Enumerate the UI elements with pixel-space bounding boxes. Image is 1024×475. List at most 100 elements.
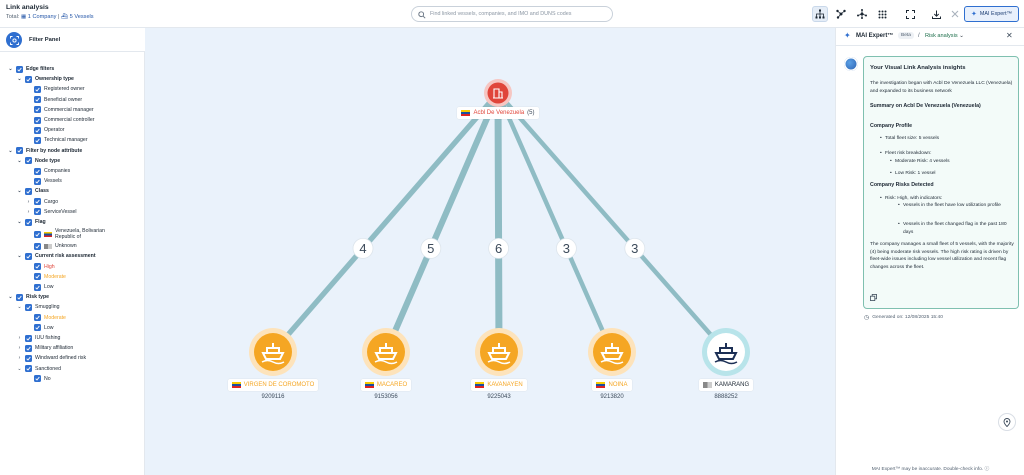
filter-item[interactable]: ⌄Filter by node attribute xyxy=(8,146,82,156)
chevron-down-icon[interactable]: ⌄ xyxy=(8,147,13,154)
chevron-right-icon[interactable]: › xyxy=(18,335,21,341)
filter-item[interactable]: High xyxy=(26,262,55,272)
filter-item[interactable]: Unknown xyxy=(26,241,77,251)
checkbox[interactable] xyxy=(34,198,41,206)
checkbox[interactable] xyxy=(34,126,41,134)
vessel-label[interactable]: NOINA xyxy=(592,379,632,391)
vessel-label[interactable]: KAMARANG xyxy=(698,379,754,391)
edge-weight-badge[interactable]: 4 xyxy=(352,237,374,259)
filter-item[interactable]: ⌄Edge filters xyxy=(8,64,54,74)
chevron-down-icon[interactable]: ⌄ xyxy=(17,188,22,195)
vessel-node[interactable] xyxy=(475,328,523,376)
checkbox[interactable] xyxy=(34,230,41,238)
network-layout-button[interactable] xyxy=(833,6,849,22)
checkbox[interactable] xyxy=(25,354,32,362)
filter-panel-toggle[interactable] xyxy=(6,32,22,48)
chevron-down-icon[interactable]: ⌄ xyxy=(17,157,22,164)
vessel-node[interactable] xyxy=(362,328,410,376)
vessel-count-link[interactable]: 5 Vessels xyxy=(69,14,94,20)
edge-weight-badge[interactable]: 3 xyxy=(624,237,646,259)
filter-item[interactable]: Venezuela, Bolivarian Republic of xyxy=(26,227,113,241)
filter-item[interactable]: ⌄Flag xyxy=(17,217,46,227)
filter-item[interactable]: Companies xyxy=(26,166,70,176)
search-input[interactable]: Find linked vessels, companies, and IMO … xyxy=(411,6,613,22)
chevron-right-icon[interactable]: › xyxy=(27,198,30,205)
chevron-right-icon[interactable]: › xyxy=(18,355,21,362)
checkbox[interactable] xyxy=(34,263,41,271)
checkbox[interactable] xyxy=(34,177,41,185)
mai-expert-button[interactable]: ✦ MAI Expert™ xyxy=(964,6,1019,22)
filter-item[interactable]: ⌄Smuggling xyxy=(17,302,60,312)
filter-item[interactable]: Moderate xyxy=(26,272,66,282)
checkbox[interactable] xyxy=(25,75,32,83)
checkbox[interactable] xyxy=(25,365,32,373)
risk-analysis-dropdown[interactable]: Risk analysis ⌄ xyxy=(925,33,964,39)
download-button[interactable] xyxy=(928,6,944,22)
checkbox[interactable] xyxy=(25,187,32,195)
chevron-down-icon[interactable]: ⌄ xyxy=(8,66,13,72)
edge-weight-badge[interactable]: 6 xyxy=(488,237,510,259)
vessel-label[interactable]: MACAREO xyxy=(360,379,412,391)
checkbox[interactable] xyxy=(34,106,41,114)
checkbox[interactable] xyxy=(34,242,41,250)
vessel-node[interactable] xyxy=(702,328,750,376)
copy-button[interactable] xyxy=(870,294,877,301)
edge-weight-badge[interactable]: 3 xyxy=(555,237,577,259)
filter-item[interactable]: Commercial controller xyxy=(26,115,94,125)
filter-item[interactable]: ⌄Ownership type xyxy=(17,74,74,84)
chevron-down-icon[interactable]: ⌄ xyxy=(8,294,13,301)
checkbox[interactable] xyxy=(25,303,32,311)
checkbox[interactable] xyxy=(16,293,23,301)
filter-item[interactable]: ⌄Sanctioned xyxy=(17,364,61,374)
chevron-right-icon[interactable]: › xyxy=(27,208,30,215)
edge-weight-badge[interactable]: 5 xyxy=(420,237,442,259)
filter-item[interactable]: Registered owner xyxy=(26,84,85,94)
chevron-down-icon[interactable]: ⌄ xyxy=(17,365,22,372)
filter-item[interactable]: Commercial manager xyxy=(26,105,94,115)
vessel-node[interactable] xyxy=(249,328,297,376)
clear-button[interactable] xyxy=(947,6,963,22)
fit-to-screen-button[interactable] xyxy=(902,6,918,22)
checkbox[interactable] xyxy=(34,273,41,281)
filter-item[interactable]: ⌄Risk type xyxy=(8,292,49,302)
checkbox[interactable] xyxy=(25,334,32,342)
filter-item[interactable]: Vessels xyxy=(26,176,62,186)
checkbox[interactable] xyxy=(34,96,41,104)
filter-item[interactable]: ›Cargo xyxy=(26,197,58,207)
company-label[interactable]: Acbl De Venezuela(5) xyxy=(457,107,539,119)
location-pin-button[interactable] xyxy=(998,413,1016,431)
filter-item[interactable]: ⌄Current risk assessment xyxy=(17,251,96,261)
chevron-down-icon[interactable]: ⌄ xyxy=(17,219,22,225)
filter-item[interactable]: Operator xyxy=(26,125,64,135)
vessel-node[interactable] xyxy=(588,328,636,376)
filter-item[interactable]: ⌄Node type xyxy=(17,156,60,166)
filter-item[interactable]: Beneficial owner xyxy=(26,95,82,105)
filter-item[interactable]: Technical manager xyxy=(26,135,88,145)
graph-canvas[interactable]: 4 5 6 3 3 Acbl De Venezuela(5) VIRGEN DE CORO… xyxy=(145,28,835,475)
checkbox[interactable] xyxy=(34,116,41,124)
filter-item[interactable]: ›Military affiliation xyxy=(17,343,73,353)
chevron-down-icon[interactable]: ⌄ xyxy=(17,253,22,260)
checkbox[interactable] xyxy=(34,375,41,383)
chevron-right-icon[interactable]: › xyxy=(18,345,21,352)
checkbox[interactable] xyxy=(34,136,41,144)
checkbox[interactable] xyxy=(34,167,41,175)
vessel-label[interactable]: VIRGEN DE COROMOTO xyxy=(227,379,319,391)
filter-item[interactable]: Low xyxy=(26,323,54,333)
checkbox[interactable] xyxy=(25,344,32,352)
radial-layout-button[interactable] xyxy=(854,6,870,22)
checkbox[interactable] xyxy=(25,252,32,260)
filter-item[interactable]: Low xyxy=(26,282,54,292)
checkbox[interactable] xyxy=(34,314,41,322)
grid-layout-button[interactable] xyxy=(874,6,890,22)
filter-item[interactable]: ⌄Class xyxy=(17,186,49,196)
company-node[interactable] xyxy=(484,79,512,107)
checkbox[interactable] xyxy=(25,218,32,226)
checkbox[interactable] xyxy=(25,157,32,165)
filter-item[interactable]: No xyxy=(26,374,51,384)
company-count-link[interactable]: 1 Company xyxy=(27,14,57,20)
close-panel-button[interactable]: ✕ xyxy=(1006,31,1013,40)
checkbox[interactable] xyxy=(34,85,41,93)
filter-item[interactable]: ›Windward defined risk xyxy=(17,353,86,363)
filter-item[interactable]: ›IUU fishing xyxy=(17,333,60,343)
